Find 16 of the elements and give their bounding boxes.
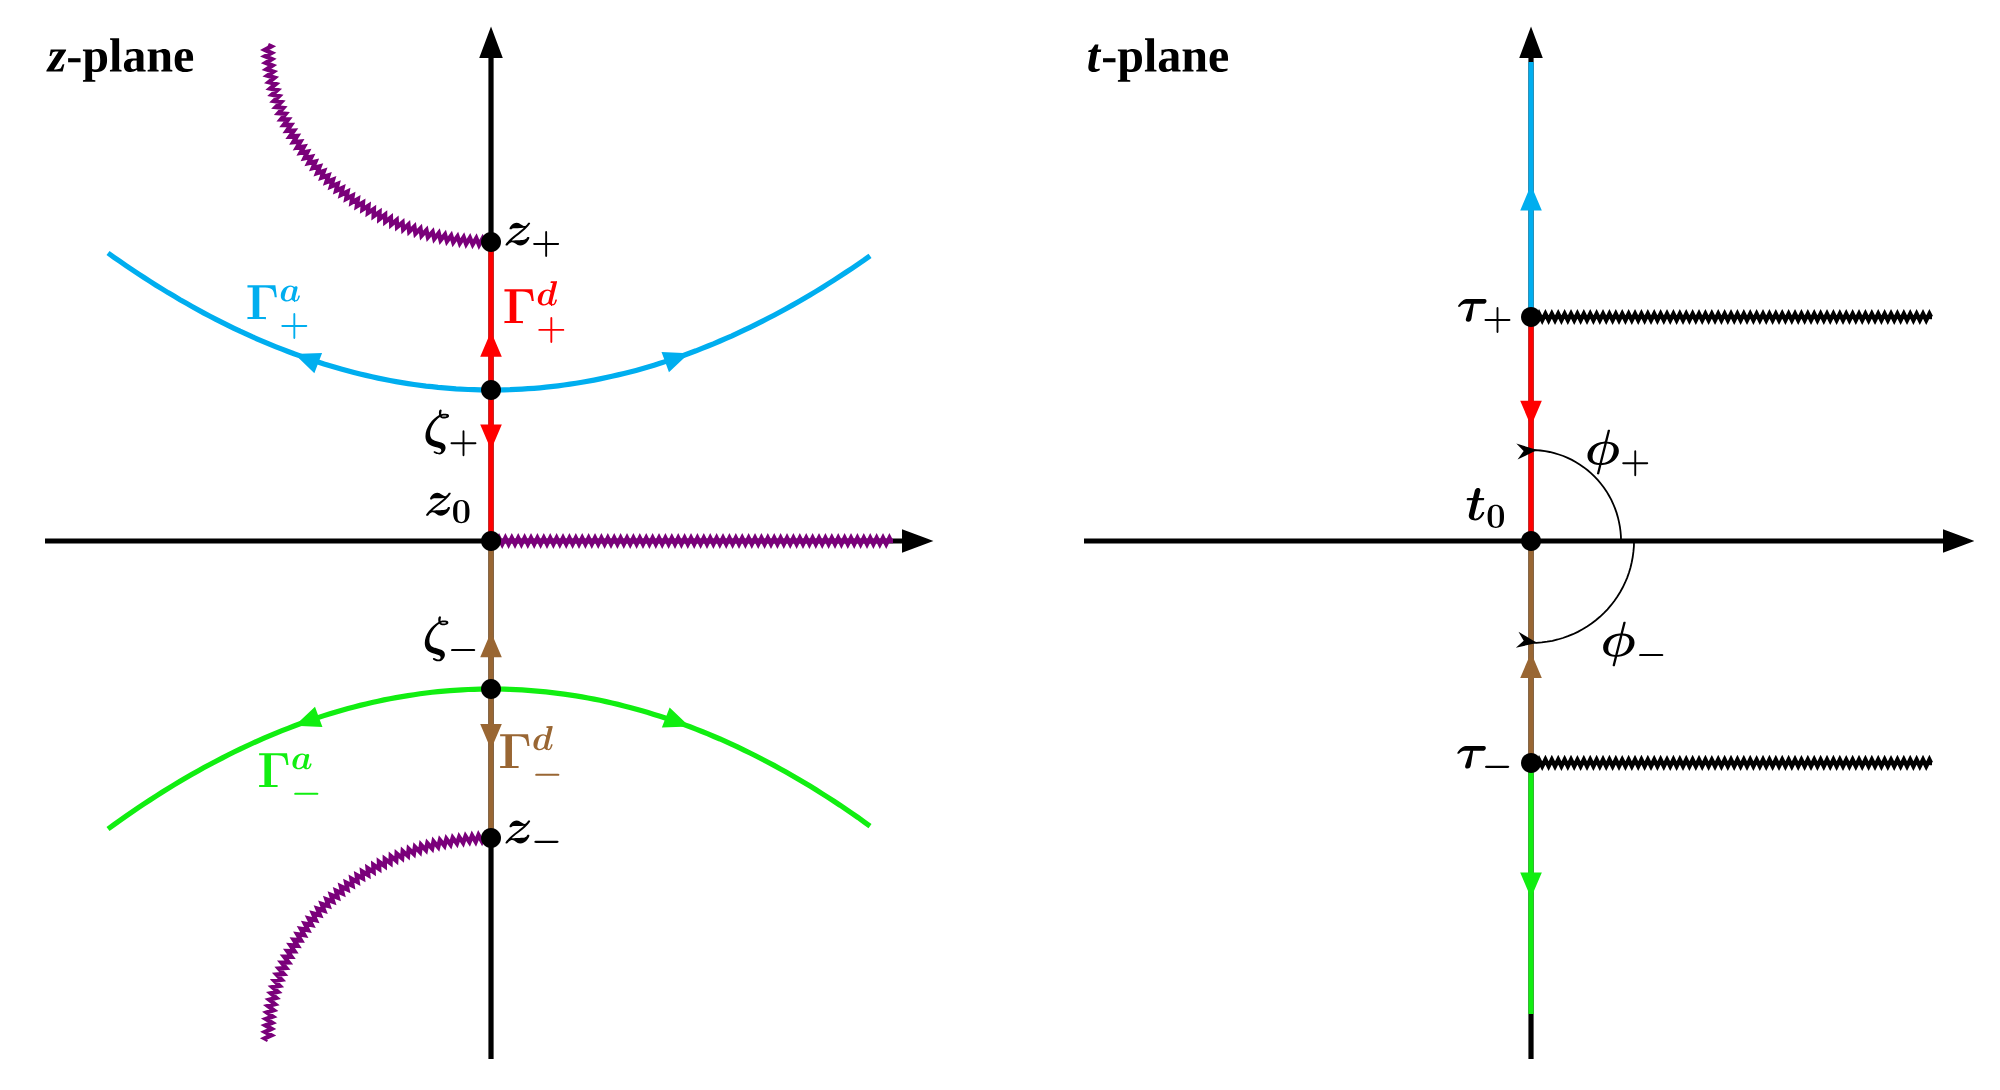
plane-title: t-plane [1088,38,1228,82]
point-label: $z_{0}$ [426,492,470,524]
contour-label: $\Gamma^{d}_{+}$ [504,281,565,343]
contour-label: $\Gamma^{d}_{-}$ [500,725,560,776]
point-label: $z_{+}$ [505,222,560,257]
plane-title: z-plane [46,38,194,82]
contour-label: $\Gamma^{a}_{+}$ [247,285,308,339]
point-label: $\tau_{-}$ [1457,745,1510,769]
point-label: $t_{0}$ [1466,488,1504,528]
angle-label: $\phi_{-}$ [1603,621,1664,667]
point-label: $\zeta_{-}$ [424,616,476,662]
point-label: $\zeta_{+}$ [425,409,477,457]
point-label: $\tau_{+}$ [1458,299,1511,333]
angle-label: $\phi_{+}$ [1587,429,1649,477]
point-label: $z_{-}$ [505,820,559,844]
contour-label: $\Gamma^{a}_{-}$ [259,753,319,795]
